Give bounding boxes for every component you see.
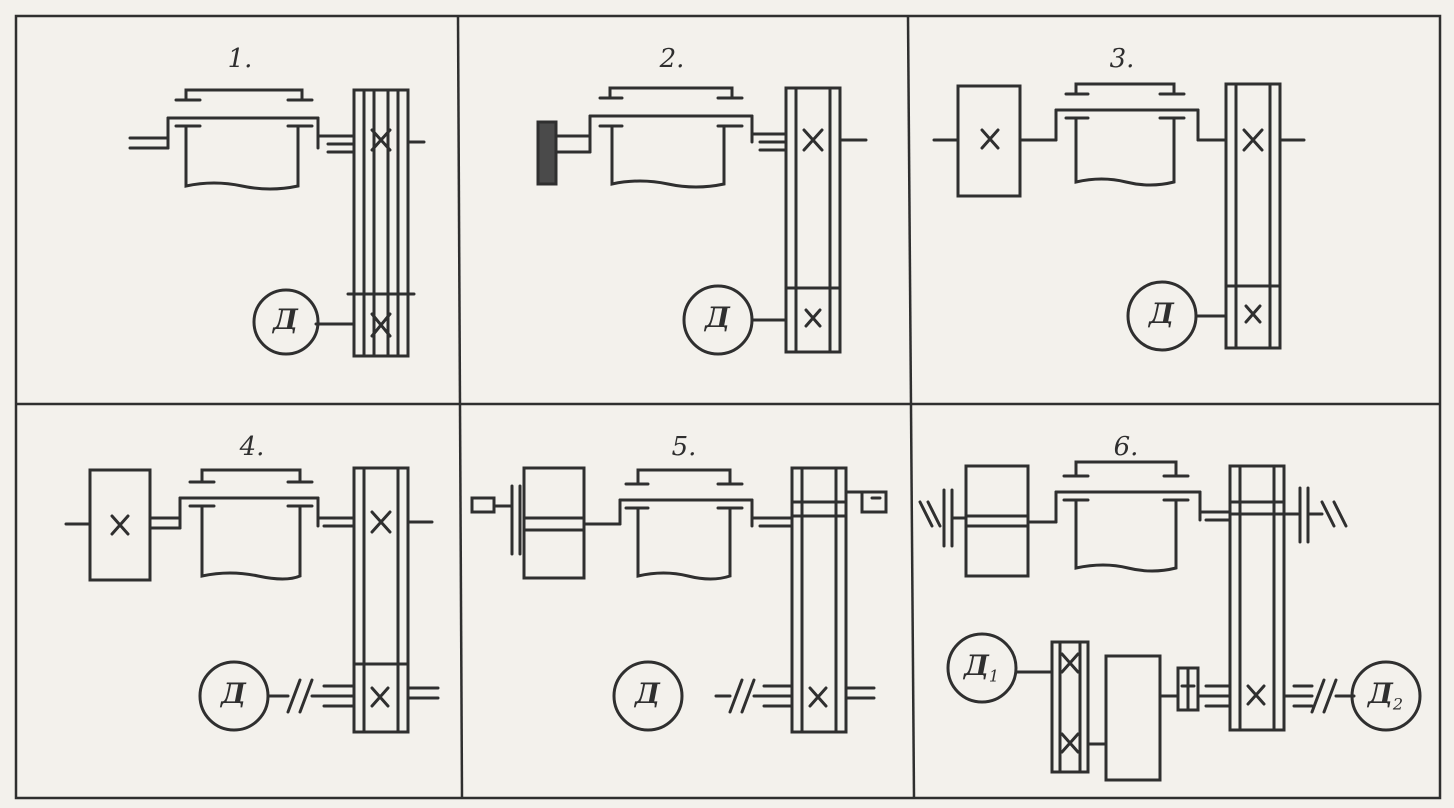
reducer-box <box>964 464 1058 578</box>
motor-letter: Д <box>964 649 989 682</box>
scheme-panel-1: 1. Д <box>18 18 458 404</box>
scheme-number: 4. <box>239 432 265 462</box>
motor-2-circle <box>1350 660 1422 732</box>
scheme-1-drawing <box>128 88 426 358</box>
chain-gear-column <box>790 466 876 734</box>
scheme-4-drawing <box>64 466 440 734</box>
column-divider-2 <box>906 15 916 799</box>
drum-unit <box>618 468 794 581</box>
scheme-5-drawing <box>470 466 888 734</box>
motor-circle <box>612 660 684 732</box>
motor-letter: Д <box>1149 297 1174 330</box>
drum-unit <box>1054 460 1232 573</box>
motor-letter: Д <box>273 303 298 336</box>
scheme-panel-6: 6. Д1 Д2 <box>914 406 1438 796</box>
scheme-number: 2. <box>659 44 685 74</box>
elastic-coupling <box>1282 678 1356 714</box>
motor-index: 2 <box>1392 694 1404 714</box>
scheme-number: 5. <box>671 432 697 462</box>
scheme-number: 3. <box>1109 44 1135 74</box>
scheme-number: 1. <box>227 44 253 74</box>
reducer-box <box>88 468 152 582</box>
scheme-panel-3: 3. Д <box>912 18 1438 404</box>
brake-block <box>536 120 592 186</box>
motor-1-drive <box>1014 640 1108 774</box>
motor-circle <box>682 284 754 356</box>
brake-left <box>470 484 522 556</box>
elastic-coupling <box>714 678 794 714</box>
scheme-panel-4: 4. Д <box>18 406 460 796</box>
motor-1-circle <box>946 632 1018 704</box>
motor-letter: Д <box>635 677 660 710</box>
chain-gear-column <box>784 86 868 354</box>
motor-letter: Д <box>221 677 246 710</box>
reducer-box <box>956 84 1022 198</box>
shaft-right <box>750 114 788 152</box>
chain-gear-column <box>352 466 440 734</box>
motor-index: 1 <box>988 666 1000 686</box>
shaft-right <box>316 116 356 154</box>
drum-unit <box>166 88 320 191</box>
brake-left <box>918 488 968 548</box>
motor-circle <box>252 288 320 356</box>
motor-letter: Д <box>1368 677 1393 710</box>
drum-unit <box>178 468 356 581</box>
brake-right <box>844 490 888 514</box>
motor-2-label: Д2 <box>1368 680 1403 713</box>
chain-gear-column <box>1224 82 1306 350</box>
outer-border <box>14 14 1442 800</box>
motor-label: Д <box>221 680 246 713</box>
auxiliary-reducer <box>1104 654 1232 782</box>
scheme-6-drawing <box>918 460 1422 782</box>
scheme-2-drawing <box>536 86 868 356</box>
motor-label: Д <box>705 304 730 337</box>
motor-circle <box>198 660 270 732</box>
column-divider-1 <box>456 15 464 799</box>
scheme-panel-5: 5. Д <box>462 406 912 796</box>
motor-1-label: Д1 <box>964 652 999 685</box>
chain-gear-column <box>346 88 426 358</box>
motor-label: Д <box>273 306 298 339</box>
brake-right <box>1282 486 1348 544</box>
reducer-box <box>522 466 622 580</box>
scheme-3-drawing <box>932 82 1306 352</box>
elastic-coupling <box>266 678 356 714</box>
motor-label: Д <box>1149 300 1174 333</box>
scheme-number: 6. <box>1113 432 1139 462</box>
drum-unit <box>1018 82 1228 187</box>
motor-label: Д <box>635 680 660 713</box>
motor-letter: Д <box>705 301 730 334</box>
shaft-left <box>128 116 170 150</box>
scheme-panel-2: 2. Д <box>460 18 910 404</box>
motor-circle <box>1126 280 1198 352</box>
drum-unit <box>588 86 754 189</box>
coupling <box>148 496 182 530</box>
chain-gear-column <box>1228 464 1286 732</box>
